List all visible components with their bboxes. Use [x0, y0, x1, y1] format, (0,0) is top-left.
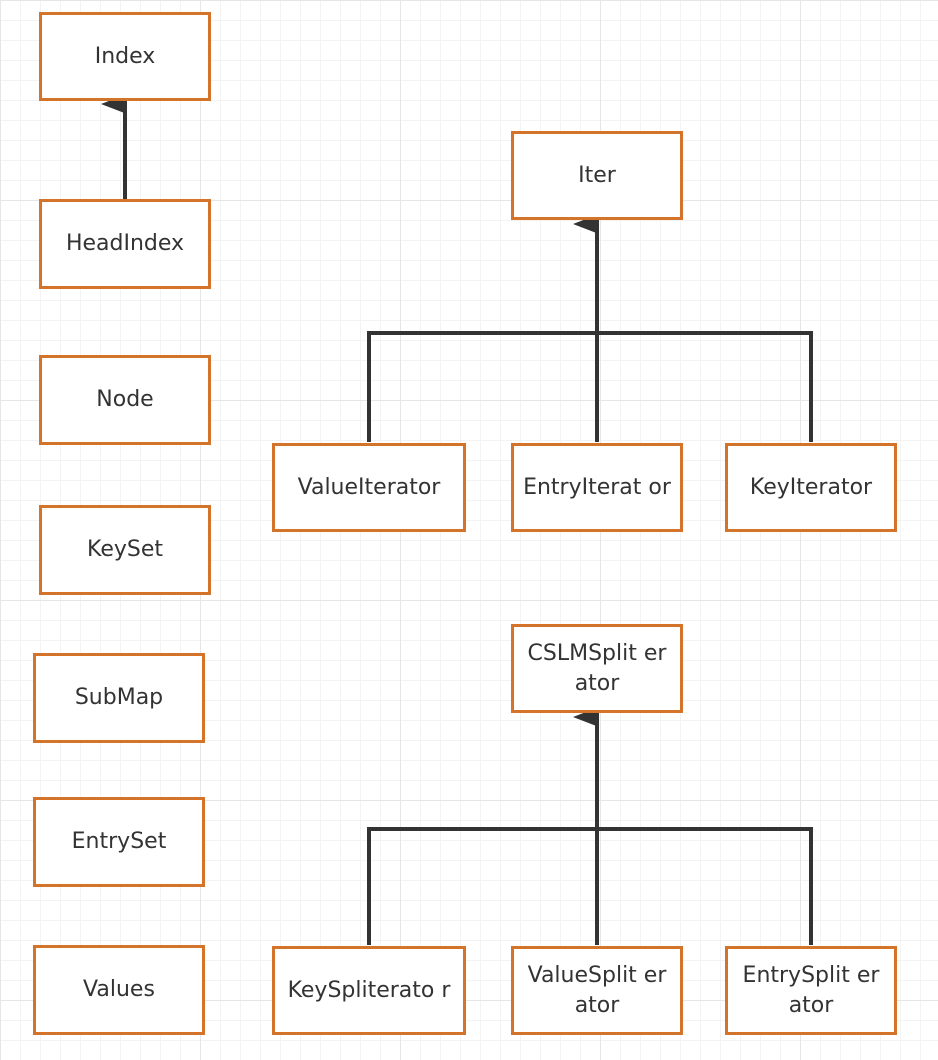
class-key-set-label: KeySet: [86, 537, 163, 562]
class-entry-iterator-label: EntryIterat or: [523, 474, 671, 500]
class-head-index-label: HeadIndex: [65, 231, 185, 256]
class-iter-label: Iter: [578, 162, 616, 188]
class-entry-spliterator[interactable]: EntrySplit erator: [725, 946, 897, 1035]
class-value-iterator[interactable]: ValueIterator: [272, 443, 466, 532]
class-sub-map[interactable]: SubMap: [33, 653, 205, 743]
class-entry-spliterator-label: EntrySplit erator: [742, 962, 880, 1018]
class-entry-set[interactable]: EntrySet: [33, 797, 205, 887]
class-entry-iterator[interactable]: EntryIterat or: [511, 443, 683, 532]
class-key-set[interactable]: KeySet: [39, 505, 211, 595]
class-sub-map-label: SubMap: [74, 685, 164, 710]
class-key-iterator[interactable]: KeyIterator: [725, 443, 897, 532]
class-entry-set-label: EntrySet: [71, 829, 167, 854]
class-value-spliterator[interactable]: ValueSplit erator: [511, 946, 683, 1035]
class-iter[interactable]: Iter: [511, 131, 683, 220]
class-key-spliterator[interactable]: KeySpliterato r: [272, 946, 466, 1035]
class-key-spliterator-label: KeySpliterato r: [287, 977, 451, 1003]
edge-iterator-bus: [367, 331, 813, 442]
class-key-iterator-label: KeyIterator: [749, 474, 873, 500]
class-head-index[interactable]: HeadIndex: [39, 199, 211, 289]
class-node-label: Node: [96, 387, 154, 412]
edge-spliterator-bus: [367, 827, 813, 945]
class-values-label: Values: [83, 977, 155, 1002]
class-values[interactable]: Values: [33, 945, 205, 1035]
class-cslm-spliterator[interactable]: CSLMSplit erator: [511, 624, 683, 713]
class-node[interactable]: Node: [39, 355, 211, 445]
class-index[interactable]: Index: [39, 12, 211, 101]
class-value-spliterator-label: ValueSplit erator: [527, 962, 667, 1018]
class-value-iterator-label: ValueIterator: [297, 474, 441, 500]
class-index-label: Index: [94, 43, 156, 69]
class-cslm-spliterator-label: CSLMSplit erator: [527, 640, 667, 696]
